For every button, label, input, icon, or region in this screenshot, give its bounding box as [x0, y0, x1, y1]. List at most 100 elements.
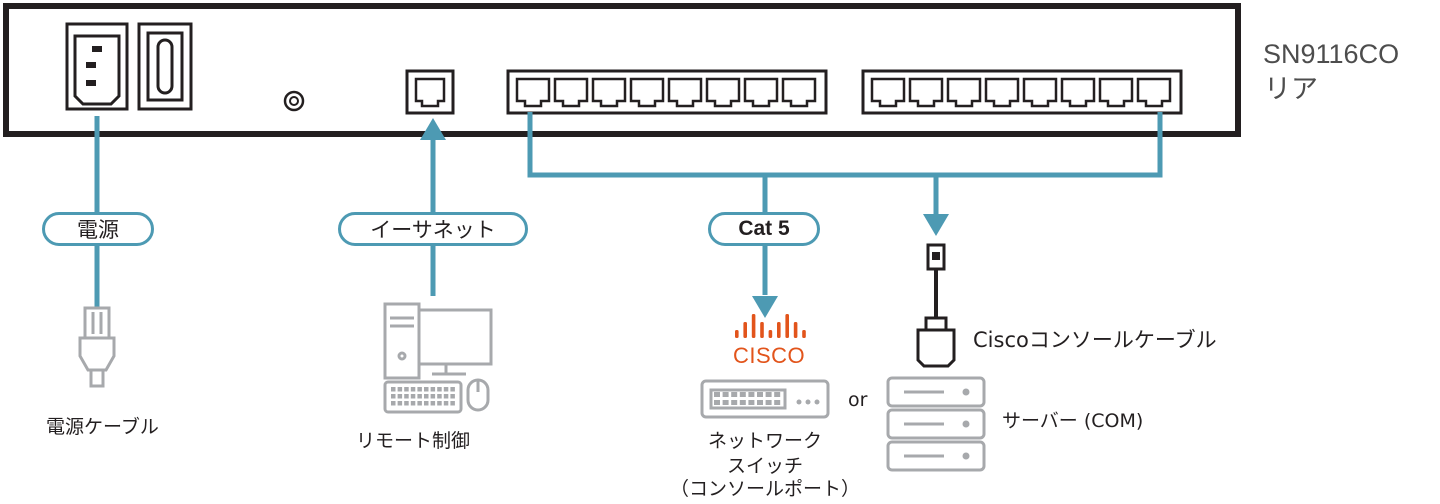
cisco-bar — [735, 330, 739, 338]
keyboard-key — [391, 401, 396, 406]
cisco-bar — [768, 330, 773, 338]
switch-ports — [714, 392, 781, 405]
keyboard-key — [443, 387, 449, 392]
keyboard-keys — [391, 387, 455, 406]
keyboard-key — [410, 401, 416, 406]
switch-port — [714, 392, 720, 397]
rj45-port-icon — [667, 77, 703, 108]
keyboard-key — [443, 394, 449, 399]
rj45-port-icon — [1136, 77, 1172, 108]
keyboard-key — [430, 401, 436, 406]
keyboard-key — [404, 401, 409, 406]
network-switch-icon — [700, 379, 830, 419]
rj45-port-icon — [1098, 77, 1134, 108]
cat5-connection-label: Cat 5 — [708, 212, 820, 246]
keyboard-key — [424, 394, 429, 399]
keyboard-key — [417, 394, 422, 399]
switch-port — [748, 400, 755, 405]
ethernet-connection-label: イーサネット — [338, 212, 528, 246]
keyboard-key — [450, 387, 455, 392]
keyboard-key — [430, 387, 436, 392]
keyboard-key — [404, 387, 409, 392]
arrow-up-icon — [420, 118, 446, 140]
server-caption: サーバー (COM) — [1002, 410, 1144, 432]
keyboard-key — [450, 394, 455, 399]
connection-lines — [94, 112, 1163, 308]
switch-port — [748, 392, 755, 397]
console-cable-caption: Ciscoコンソールケーブル — [973, 328, 1217, 352]
cisco-logo-text: CISCO — [733, 343, 806, 368]
power-plug-icon — [78, 306, 116, 388]
keyboard-key — [450, 401, 455, 406]
rj45-port-icon — [705, 77, 741, 108]
switch-port — [765, 400, 772, 405]
switch-port — [757, 392, 763, 397]
server-leds — [962, 388, 970, 460]
keyboard-key — [404, 394, 409, 399]
switch-port — [765, 392, 772, 397]
device-view: リア — [1264, 74, 1318, 104]
ethernet-port-icon — [405, 69, 455, 115]
cisco-bar — [777, 322, 781, 338]
rj45-port-icon — [553, 77, 589, 108]
arrow-down-icon — [752, 296, 778, 318]
switch-port — [774, 392, 781, 397]
ground-screw-icon — [283, 90, 305, 112]
arrowheads — [420, 118, 949, 318]
network-switch-caption-3: （コンソールポート） — [669, 478, 860, 500]
switch-port — [757, 400, 763, 405]
switch-port — [774, 400, 781, 405]
rj45-port-icon — [743, 77, 779, 108]
keyboard-key — [437, 387, 442, 392]
switch-port — [739, 400, 746, 405]
rj45-port-icon — [591, 77, 627, 108]
keyboard-key — [391, 387, 396, 392]
console-port-bank-2 — [861, 69, 1183, 115]
cisco-bar — [751, 314, 756, 338]
keyboard-key — [437, 394, 442, 399]
device-model: SN9116CO — [1263, 39, 1400, 69]
keyboard-key — [443, 401, 449, 406]
rj45-port-icon — [1022, 77, 1058, 108]
server-icon — [886, 376, 986, 472]
keyboard-key — [397, 387, 403, 392]
keyboard-key — [424, 387, 429, 392]
cisco-bar — [802, 330, 806, 338]
cisco-bar — [793, 322, 798, 338]
network-switch-caption-1: ネットワーク — [707, 430, 822, 452]
power-connection-label: 電源 — [42, 212, 154, 246]
computer-icon — [383, 302, 493, 414]
rj45-port-icon — [1060, 77, 1096, 108]
rj45-port-icon — [984, 77, 1020, 108]
power-switch-icon — [137, 22, 193, 111]
cisco-bar — [785, 314, 789, 338]
keyboard-key — [397, 394, 403, 399]
keyboard-key — [417, 387, 422, 392]
rj45-port-icon — [781, 77, 817, 108]
arrow-down-icon — [923, 214, 949, 236]
power-socket-icon — [65, 22, 129, 111]
rj45-port-icon — [946, 77, 982, 108]
keyboard-key — [410, 387, 416, 392]
keyboard-key — [437, 401, 442, 406]
cisco-logo-icon — [735, 314, 806, 338]
keyboard-key — [397, 401, 403, 406]
network-switch-caption-2: スイッチ — [726, 455, 803, 477]
switch-leds — [796, 399, 820, 405]
rj45-port-icon — [870, 77, 906, 108]
switch-port — [722, 392, 729, 397]
cisco-bar — [760, 322, 764, 338]
keyboard-key — [424, 401, 429, 406]
keyboard-key — [430, 394, 436, 399]
switch-port — [731, 400, 738, 405]
keyboard-key — [417, 401, 422, 406]
cisco-bar — [743, 322, 747, 338]
rj45-port-icon — [629, 77, 665, 108]
switch-port — [722, 400, 729, 405]
keyboard-key — [410, 394, 416, 399]
or-caption: or — [848, 389, 868, 411]
switch-port — [714, 400, 720, 405]
keyboard-key — [391, 394, 396, 399]
rj45-port-icon — [515, 77, 551, 108]
